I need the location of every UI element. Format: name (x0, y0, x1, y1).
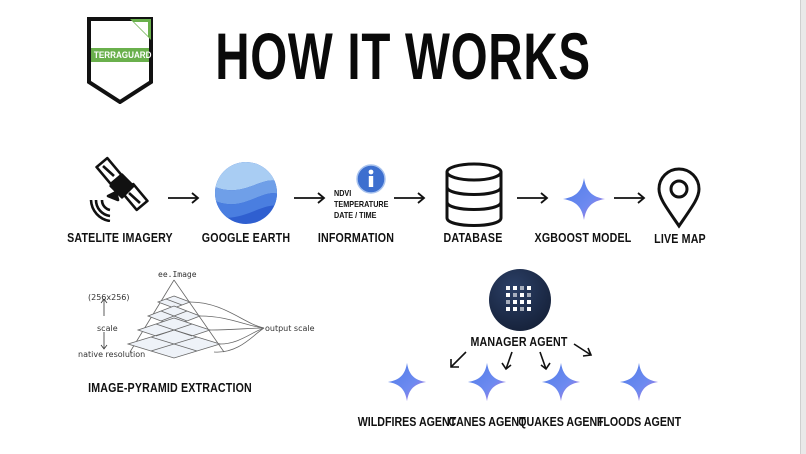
google-earth-icon (213, 160, 279, 230)
pipeline-label-xgboost: XGBOOST MODEL (534, 230, 632, 245)
pipeline-label-information: INFORMATION (317, 230, 395, 245)
arrow-down-icon (536, 350, 552, 376)
pipeline-label-satellite: SATELITE IMAGERY (67, 230, 173, 245)
arrow-down-right-icon (572, 342, 594, 364)
sparkle-icon (562, 177, 606, 225)
agent-label-quakes: QUAKES AGENT (518, 414, 604, 429)
window-edge (800, 0, 806, 454)
logo-text: TERRAGUARD (93, 50, 152, 60)
info-detail-ndvi: NDVI (334, 188, 352, 198)
info-icon (356, 164, 386, 198)
manager-agent-label: MANAGER AGENT (470, 334, 568, 349)
pipeline-label-database: DATABASE (443, 230, 503, 245)
arrow-right-icon (516, 190, 550, 209)
sparkle-icon (387, 362, 427, 406)
info-detail-temperature: TEMPERATURE (334, 199, 389, 209)
pyramid-top-label: ee.Image (158, 270, 197, 279)
pipeline-label-google-earth: GOOGLE EARTH (201, 230, 291, 245)
terraguard-logo: TERRAGUARD (86, 16, 154, 105)
arrow-down-icon (500, 350, 516, 376)
database-icon (443, 162, 505, 232)
pyramid-output-label: output scale (265, 324, 315, 333)
arrow-right-icon (613, 190, 647, 209)
agent-label-canes: CANES AGENT (448, 414, 526, 429)
arrow-right-icon (393, 190, 427, 209)
sparkle-icon (467, 362, 507, 406)
satellite-icon (88, 156, 154, 226)
sparkle-icon (619, 362, 659, 406)
map-pin-icon (656, 167, 702, 233)
pyramid-scale-label: scale (97, 324, 118, 333)
arrow-right-icon (167, 190, 201, 209)
pyramid-title: IMAGE-PYRAMID EXTRACTION (88, 380, 252, 395)
page-title: HOW IT WORKS (215, 19, 591, 93)
pyramid-native-label: native resolution (78, 350, 146, 359)
pyramid-size-label: (256x256) (88, 293, 130, 302)
sparkle-icon (541, 362, 581, 406)
grid-icon (488, 268, 552, 336)
agent-label-floods: FLOODS AGENT (596, 414, 682, 429)
arrow-down-left-icon (448, 350, 468, 374)
agent-label-wildfires: WILDFIRES AGENT (357, 414, 457, 429)
image-pyramid-diagram (74, 268, 334, 368)
pipeline-label-live-map: LIVE MAP (654, 231, 706, 246)
info-detail-datetime: DATE / TIME (334, 210, 377, 220)
arrow-right-icon (293, 190, 327, 209)
